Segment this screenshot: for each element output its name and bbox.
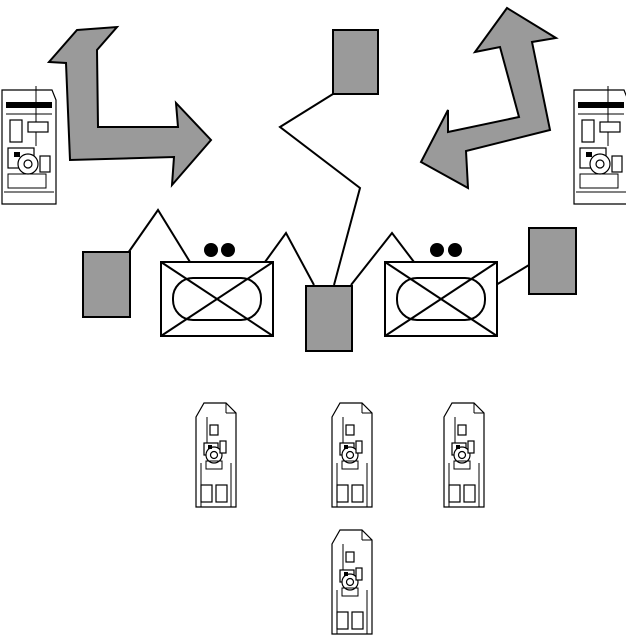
connection-line (127, 208, 191, 263)
double-dot-icon (430, 243, 462, 257)
crossed-bed-unit-right (384, 261, 498, 337)
gray-box-center (305, 285, 353, 352)
left-double-arrow-icon (46, 25, 213, 188)
cart-device-icon (443, 402, 485, 508)
crossed-bed-unit-left (160, 261, 274, 337)
connection-line (278, 93, 362, 286)
connection-line (350, 231, 415, 286)
connection-line (264, 231, 315, 286)
gray-box-left (82, 251, 131, 318)
gray-box-right (528, 227, 577, 295)
side-device-right (573, 85, 626, 205)
cart-device-icon (331, 402, 373, 508)
gray-box-top (332, 29, 379, 95)
double-dot-icon (204, 243, 235, 257)
side-device-left (1, 85, 57, 205)
cart-device-icon (195, 402, 237, 508)
cart-device-icon (331, 529, 373, 635)
right-double-arrow-icon (419, 6, 559, 190)
